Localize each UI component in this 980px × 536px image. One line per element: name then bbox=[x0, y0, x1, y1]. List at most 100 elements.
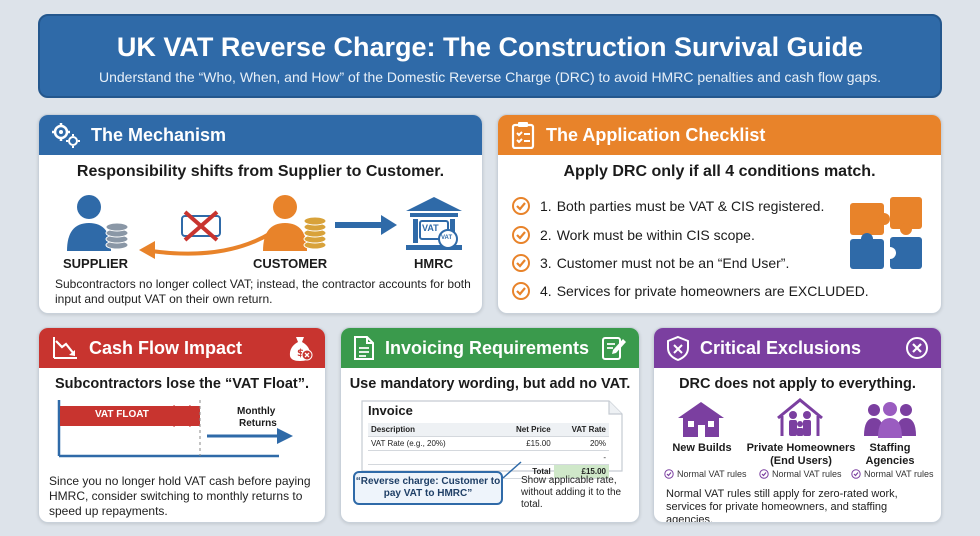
invoice-title: Invoice bbox=[368, 403, 413, 418]
mechanism-description: Subcontractors no longer collect VAT; in… bbox=[55, 277, 471, 306]
exclusions-description: Normal VAT rules still apply for zero-ra… bbox=[666, 488, 898, 523]
page-title: UK VAT Reverse Charge: The Construction … bbox=[116, 32, 864, 62]
invoicing-panel: Invoicing Requirements Use mandatory wor… bbox=[340, 327, 640, 523]
exclusions-title: Critical Exclusions bbox=[700, 337, 862, 358]
exclusion-new-builds: New Builds bbox=[672, 442, 732, 454]
total-value: £15.00 bbox=[553, 464, 609, 479]
pay-arrow bbox=[335, 215, 397, 235]
supplier-person-icon bbox=[67, 195, 129, 251]
invoice-note: Show applicable rate, without adding it … bbox=[521, 475, 622, 510]
exclusion-private-homeowners: Private Homeowners (End Users) bbox=[746, 442, 856, 467]
check-circle-icon bbox=[664, 469, 674, 479]
vat-note: Normal VAT rules bbox=[759, 469, 842, 479]
shield-x-icon bbox=[667, 335, 689, 361]
cashflow-title: Cash Flow Impact bbox=[89, 337, 243, 358]
puzzle-icon bbox=[850, 197, 922, 269]
cashflow-description: Since you no longer hold VAT cash before… bbox=[49, 474, 311, 518]
monthly-label: Monthly bbox=[237, 406, 276, 417]
returns-label: Returns bbox=[239, 418, 277, 429]
hmrc-label: HMRC bbox=[414, 256, 453, 271]
mechanism-panel: The Mechanism Responsibility shifts from… bbox=[38, 114, 483, 314]
callout-text: “Reverse charge: Customer to pay VAT to … bbox=[355, 476, 501, 499]
cashflow-panel: Cash Flow Impact $ Subcontractors lose t… bbox=[38, 327, 326, 523]
close-circle-icon bbox=[906, 337, 928, 359]
checklist-item-text: Both parties must be VAT & CIS registere… bbox=[556, 198, 825, 214]
invoice-table: Description Net Price VAT Rate VAT Rate … bbox=[368, 423, 609, 479]
people-group-icon bbox=[864, 402, 916, 438]
checklist-item: 4. Services for private homeowners are E… bbox=[512, 282, 869, 300]
title-banner: UK VAT Reverse Charge: The Construction … bbox=[38, 14, 942, 98]
crossed-vat-icon bbox=[181, 210, 221, 242]
check-circle-icon bbox=[512, 282, 530, 300]
vat-note-text: Normal VAT rules bbox=[772, 469, 842, 479]
declining-chart-icon bbox=[53, 337, 77, 359]
cashflow-subtitle: Subcontractors lose the “VAT Float”. bbox=[54, 376, 310, 392]
vat-note-text: Normal VAT rules bbox=[864, 469, 934, 479]
table-row: - bbox=[368, 450, 609, 465]
exclusion-staffing-agencies: Staffing Agencies bbox=[865, 442, 915, 467]
mechanism-subtitle: Responsibility shifts from Supplier to C… bbox=[76, 163, 445, 180]
hmrc-vat-text: VAT bbox=[422, 223, 439, 233]
vat-note: Normal VAT rules bbox=[664, 469, 747, 479]
money-bag-icon: $ bbox=[289, 337, 313, 361]
row-description: VAT Rate (e.g., 20%) bbox=[368, 436, 498, 451]
shift-arrow bbox=[139, 231, 273, 259]
check-circle-icon bbox=[512, 254, 530, 272]
checklist-item: 3. Customer must not be an “End User”. bbox=[512, 254, 789, 272]
check-circle-icon bbox=[512, 226, 530, 244]
house-icon bbox=[678, 402, 724, 437]
vat-note-text: Normal VAT rules bbox=[677, 469, 747, 479]
exclusions-panel: Critical Exclusions DRC does not apply t… bbox=[653, 327, 942, 523]
invoice-header-row: Description Net Price VAT Rate bbox=[368, 423, 609, 437]
family-home-icon bbox=[777, 398, 823, 436]
gears-icon bbox=[52, 123, 80, 148]
checklist-item-num: 3. bbox=[540, 255, 552, 271]
checklist-item-text: Work must be within CIS scope. bbox=[556, 227, 755, 243]
col-net-price: Net Price bbox=[498, 423, 554, 437]
document-icon bbox=[354, 336, 374, 360]
customer-label: CUSTOMER bbox=[253, 256, 328, 271]
total-row: Total £15.00 bbox=[368, 464, 609, 479]
check-circle-icon bbox=[759, 469, 769, 479]
supplier-label: SUPPLIER bbox=[63, 256, 129, 271]
reverse-charge-callout: “Reverse charge: Customer to pay VAT to … bbox=[353, 471, 503, 505]
checklist-header: The Application Checklist bbox=[498, 115, 941, 155]
checklist-panel: The Application Checklist Apply DRC only… bbox=[497, 114, 942, 314]
hmrc-bank-icon bbox=[406, 197, 462, 250]
edit-document-icon bbox=[602, 337, 626, 360]
svg-text:$: $ bbox=[297, 348, 304, 359]
vat-float-timeline bbox=[57, 400, 293, 458]
checklist-item-text: Customer must not be an “End User”. bbox=[556, 255, 790, 271]
row-vat-rate: 20% bbox=[553, 436, 609, 451]
mechanism-header: The Mechanism bbox=[39, 115, 482, 155]
invoicing-header: Invoicing Requirements bbox=[341, 328, 639, 368]
invoicing-title: Invoicing Requirements bbox=[385, 337, 590, 358]
col-description: Description bbox=[368, 423, 498, 437]
checklist-item-num: 2. bbox=[540, 227, 552, 243]
col-vat-rate: VAT Rate bbox=[553, 423, 609, 437]
checklist-subtitle: Apply DRC only if all 4 conditions match… bbox=[563, 163, 876, 180]
hmrc-vat-badge-text: VAT bbox=[441, 235, 453, 241]
check-circle-icon bbox=[851, 469, 861, 479]
callout-pointer bbox=[502, 461, 522, 479]
table-row: VAT Rate (e.g., 20%) £15.00 20% bbox=[368, 436, 609, 451]
row-net-price: £15.00 bbox=[498, 436, 554, 451]
page-subtitle: Understand the “Who, When, and How” of t… bbox=[98, 69, 881, 85]
checklist-item: 1. Both parties must be VAT & CIS regist… bbox=[512, 197, 824, 215]
invoicing-subtitle: Use mandatory wording, but add no VAT. bbox=[349, 376, 631, 392]
checklist-item-num: 1. bbox=[540, 198, 552, 214]
row-empty-rate: - bbox=[553, 450, 609, 465]
vat-note: Normal VAT rules bbox=[851, 469, 934, 479]
total-label: Total bbox=[498, 464, 554, 479]
mechanism-title: The Mechanism bbox=[91, 124, 227, 145]
exclusions-header: Critical Exclusions bbox=[654, 328, 941, 368]
checklist-item-num: 4. bbox=[540, 283, 552, 299]
customer-person-icon bbox=[263, 195, 327, 251]
clipboard-icon bbox=[511, 122, 535, 149]
checklist-title: The Application Checklist bbox=[546, 124, 766, 145]
exclusions-subtitle: DRC does not apply to everything. bbox=[679, 376, 916, 392]
vat-float-label: VAT FLOAT bbox=[95, 409, 149, 420]
checklist-item-text: Services for private homeowners are EXCL… bbox=[556, 283, 869, 299]
check-circle-icon bbox=[512, 197, 530, 215]
checklist-item: 2. Work must be within CIS scope. bbox=[512, 226, 755, 244]
